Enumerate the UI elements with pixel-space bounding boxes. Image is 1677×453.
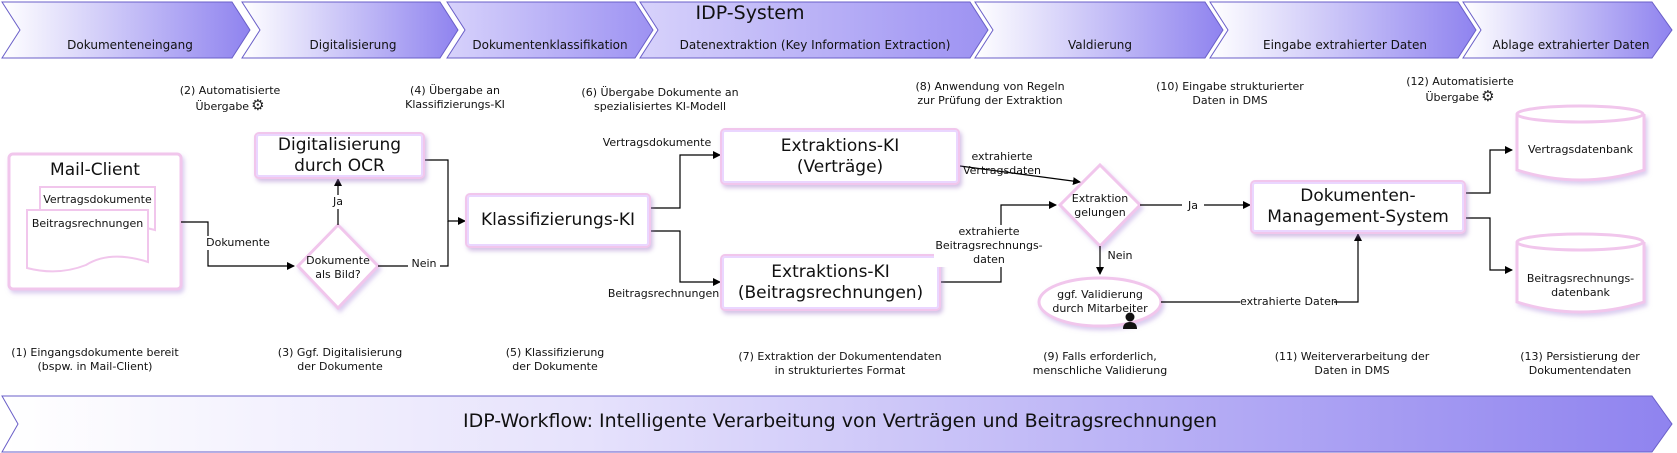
extract-contracts-node: Extraktions-KI(Verträge)	[720, 128, 960, 185]
phase-chevron-5	[974, 1, 1224, 59]
phase-chevron-2	[241, 1, 459, 59]
db-contracts-label: Vertragsdatenbank	[1527, 143, 1634, 156]
edge-label-beitragsrechnungen: Beitragsrechnungen	[607, 287, 720, 300]
phase-chevron-1	[1, 1, 251, 59]
edge-classifier-to-invoices	[651, 230, 721, 286]
edge-decision-to-classifier	[378, 221, 449, 267]
phase-label-2: Digitalisierung	[309, 38, 397, 52]
db-contracts-cylinder	[1515, 104, 1646, 182]
phase-label-4: Datenextraktion (Key Information Extract…	[679, 38, 951, 52]
person-icon	[1123, 312, 1137, 329]
annotation-2: (2) Automatisierte Übergabe⚙	[179, 84, 281, 114]
mail-client-node	[7, 152, 183, 291]
decision-image-diamond	[295, 222, 381, 311]
mail-client-title: Mail-Client	[50, 160, 140, 180]
edge-dms-to-db-invoices	[1466, 217, 1513, 274]
db-invoices-label: Beitragsrechnungs-datenbank	[1526, 272, 1635, 299]
phase-chevron-7	[1462, 1, 1673, 59]
phase-chevron-3	[446, 1, 654, 59]
phase-label-3: Dokumentenklassifikation	[472, 38, 628, 52]
footer-title: IDP-Workflow: Intelligente Verarbeitung …	[463, 410, 1217, 432]
header-phase-bar	[1, 1, 1673, 59]
db-invoices-cylinder	[1515, 232, 1646, 314]
footer-banner	[1, 395, 1673, 453]
edge-label-dokumente: Dokumente	[203, 236, 273, 250]
edge-label-extr-daten: extrahierte Daten	[1240, 295, 1338, 309]
annotation-12: (12) Automatisierte Übergabe⚙	[1406, 75, 1514, 105]
phase-label-6: Eingabe extrahierter Daten	[1263, 38, 1427, 52]
mail-doc-contracts: Vertragsdokumente	[43, 193, 152, 206]
annotation-9: (9) Falls erforderlich,menschliche Valid…	[1032, 350, 1168, 377]
extract-invoices-node: Extraktions-KI(Beitragsrechnungen)	[720, 254, 941, 311]
edge-contracts-to-decision	[959, 165, 1081, 186]
edge-ocr-to-classifier	[425, 159, 466, 225]
edge-validation-to-dms	[1161, 233, 1362, 303]
dms-node: Dokumenten-Management-System	[1250, 180, 1466, 234]
system-title: IDP-System	[695, 2, 805, 24]
document-shape-invoice	[26, 209, 149, 273]
edge-label-ja-dms: Ja	[1182, 199, 1204, 213]
gear-icon: ⚙	[1481, 87, 1495, 105]
gear-icon: ⚙	[251, 96, 265, 114]
annotation-1: (1) Eingangsdokumente bereit(bspw. in Ma…	[11, 346, 179, 373]
edge-classifier-to-contracts	[651, 151, 721, 209]
phase-label-7: Ablage extrahierter Daten	[1492, 38, 1650, 52]
classifier-node: Klassifizierungs-KI	[465, 193, 651, 248]
mail-doc-invoices: Beitragsrechnungen	[31, 217, 144, 230]
edge-label-ja-ocr: Ja	[324, 195, 352, 209]
edge-label-nein-ocr: Nein	[408, 257, 440, 271]
edge-label-nein-val: Nein	[1107, 249, 1133, 262]
phase-chevron-6	[1209, 1, 1477, 59]
phase-chevron-4	[639, 1, 989, 59]
edge-label-vertragsdokumente: Vertragsdokumente	[602, 136, 712, 149]
edge-dms-to-db-contracts	[1466, 146, 1513, 194]
phase-label-1: Dokumenteneingang	[67, 38, 193, 52]
phase-label-5: Valdierung	[1067, 38, 1133, 52]
